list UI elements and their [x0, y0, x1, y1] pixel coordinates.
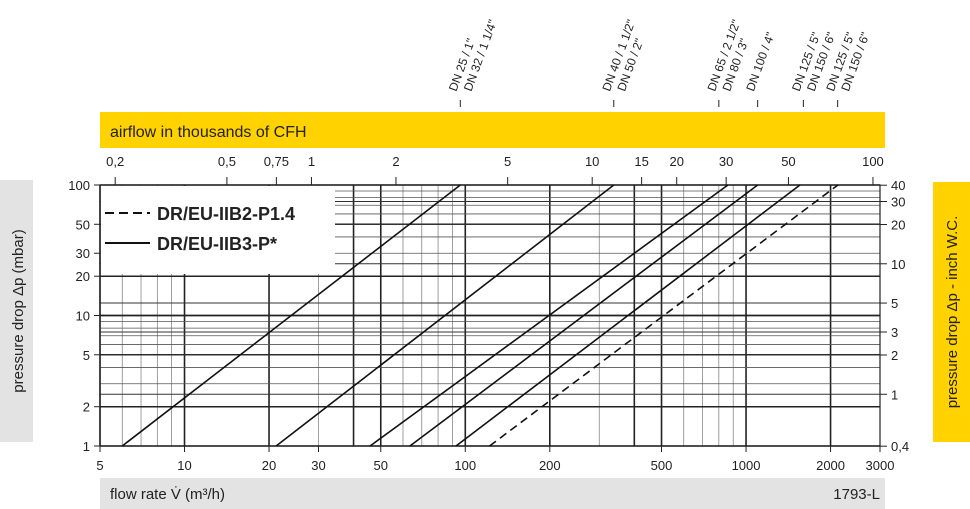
y-axis-label: pressure drop Δp (mbar): [10, 229, 27, 392]
top-tick-label: 15: [634, 154, 648, 169]
series-line: [121, 184, 461, 447]
x-tick-label: 1000: [732, 458, 761, 473]
top-bar: [100, 112, 885, 148]
legend-item: DR/EU-IIB3-P*: [157, 234, 277, 254]
legend-item: DR/EU-IIB2-P1.4: [157, 204, 295, 224]
x-tick-label: 200: [539, 458, 561, 473]
top-tick-label: 30: [719, 154, 733, 169]
right-tick-label: 10: [891, 257, 905, 272]
x-axis-label: flow rate V̇ (m³/h): [110, 486, 225, 503]
y-tick-label: 100: [68, 178, 90, 193]
top-tick-label: 10: [585, 154, 599, 169]
series-line: [489, 184, 839, 447]
x-tick-label: 500: [651, 458, 673, 473]
x-tick-label: 20: [262, 458, 276, 473]
right-tick-label: 3: [891, 325, 898, 340]
y-tick-label: 10: [76, 309, 90, 324]
right-tick-label: 0,4: [891, 439, 909, 454]
top-tick-label: 5: [504, 154, 511, 169]
series-line: [275, 184, 615, 447]
top-tick-label: 100: [862, 154, 884, 169]
y-axis-right-label: pressure drop Δp - inch W.C.: [944, 216, 961, 409]
bottom-bar: [100, 478, 885, 509]
right-axis-box: [933, 182, 970, 442]
top-tick-label: 1: [308, 154, 315, 169]
series-line: [369, 184, 729, 447]
y-tick-label: 50: [76, 217, 90, 232]
x-tick-label: 3000: [866, 458, 895, 473]
y-tick-label: 1: [83, 439, 90, 454]
right-tick-label: 20: [891, 217, 905, 232]
y-tick-label: 20: [76, 269, 90, 284]
x-tick-label: 50: [374, 458, 388, 473]
legend: DR/EU-IIB2-P1.4 DR/EU-IIB3-P*: [101, 186, 335, 274]
right-tick-label: 5: [891, 296, 898, 311]
top-tick-label: 0,5: [218, 154, 236, 169]
x-tick-label: 5: [96, 458, 103, 473]
y-tick-label: 2: [83, 400, 90, 415]
top-bar-label: airflow in thousands of CFH: [110, 124, 307, 141]
right-tick-label: 30: [891, 195, 905, 210]
top-tick-label: 50: [781, 154, 795, 169]
x-tick-label: 100: [454, 458, 476, 473]
right-tick-label: 2: [891, 348, 898, 363]
top-tick-label: 2: [392, 154, 399, 169]
series-line: [409, 184, 759, 447]
y-tick-label: 30: [76, 246, 90, 261]
top-tick-label: 0,2: [106, 154, 124, 169]
top-tick-label: 20: [669, 154, 683, 169]
dn-label: DN 100 / 4": [743, 30, 777, 93]
right-tick-label: 1: [891, 387, 898, 402]
figure-id: 1793-L: [833, 486, 880, 503]
x-tick-label: 10: [177, 458, 191, 473]
top-tick-label: 0,75: [264, 154, 289, 169]
y-tick-label: 5: [83, 348, 90, 363]
right-tick-label: 40: [891, 178, 905, 193]
series-line: [455, 184, 801, 447]
left-axis-box: [0, 180, 33, 442]
x-tick-label: 2000: [816, 458, 845, 473]
x-tick-label: 30: [311, 458, 325, 473]
